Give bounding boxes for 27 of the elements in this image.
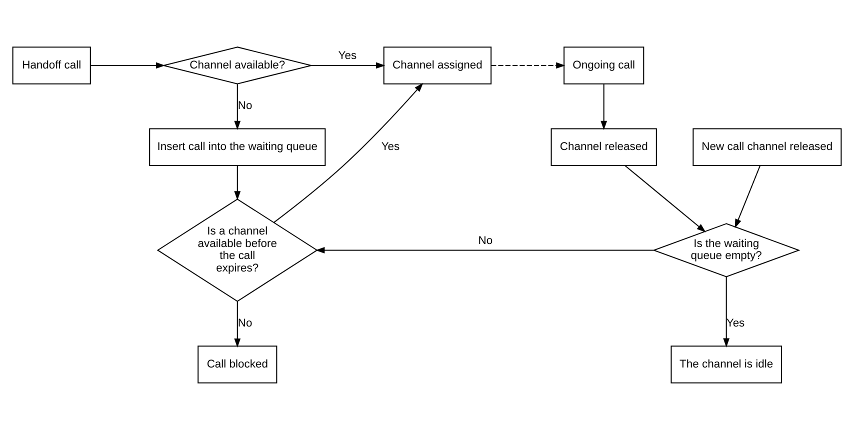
edge-label: No: [238, 318, 252, 330]
node-box: Call blocked: [198, 346, 278, 384]
arrow: [90, 62, 166, 69]
arrow: [624, 165, 706, 232]
edge-label: Yes: [338, 50, 357, 62]
arrow: [234, 84, 241, 130]
node-box: Insert call into the waiting queue: [149, 128, 326, 166]
arrow: [316, 247, 654, 254]
node-box: Channel released: [550, 128, 657, 166]
arrow: [274, 82, 424, 223]
node-diamond: Is a channel available before the call expires?: [156, 198, 318, 302]
edge-label: No: [238, 100, 252, 112]
edge-label: Yes: [381, 140, 400, 153]
node-box: The channel is idle: [670, 346, 782, 384]
node-box: Channel assigned: [383, 46, 492, 84]
arrow: [600, 84, 608, 130]
node-box: New call channel released: [692, 128, 842, 166]
arrow: [491, 62, 566, 69]
arrow: [234, 301, 241, 348]
node-box: Handoff call: [12, 46, 91, 84]
node-box: Ongoing call: [564, 46, 644, 84]
arrow: [234, 166, 241, 200]
arrow: [311, 62, 386, 69]
edge-label: No: [478, 234, 493, 247]
arrow: [723, 277, 730, 348]
node-diamond: Channel available?: [163, 46, 312, 84]
arrow: [734, 166, 761, 228]
